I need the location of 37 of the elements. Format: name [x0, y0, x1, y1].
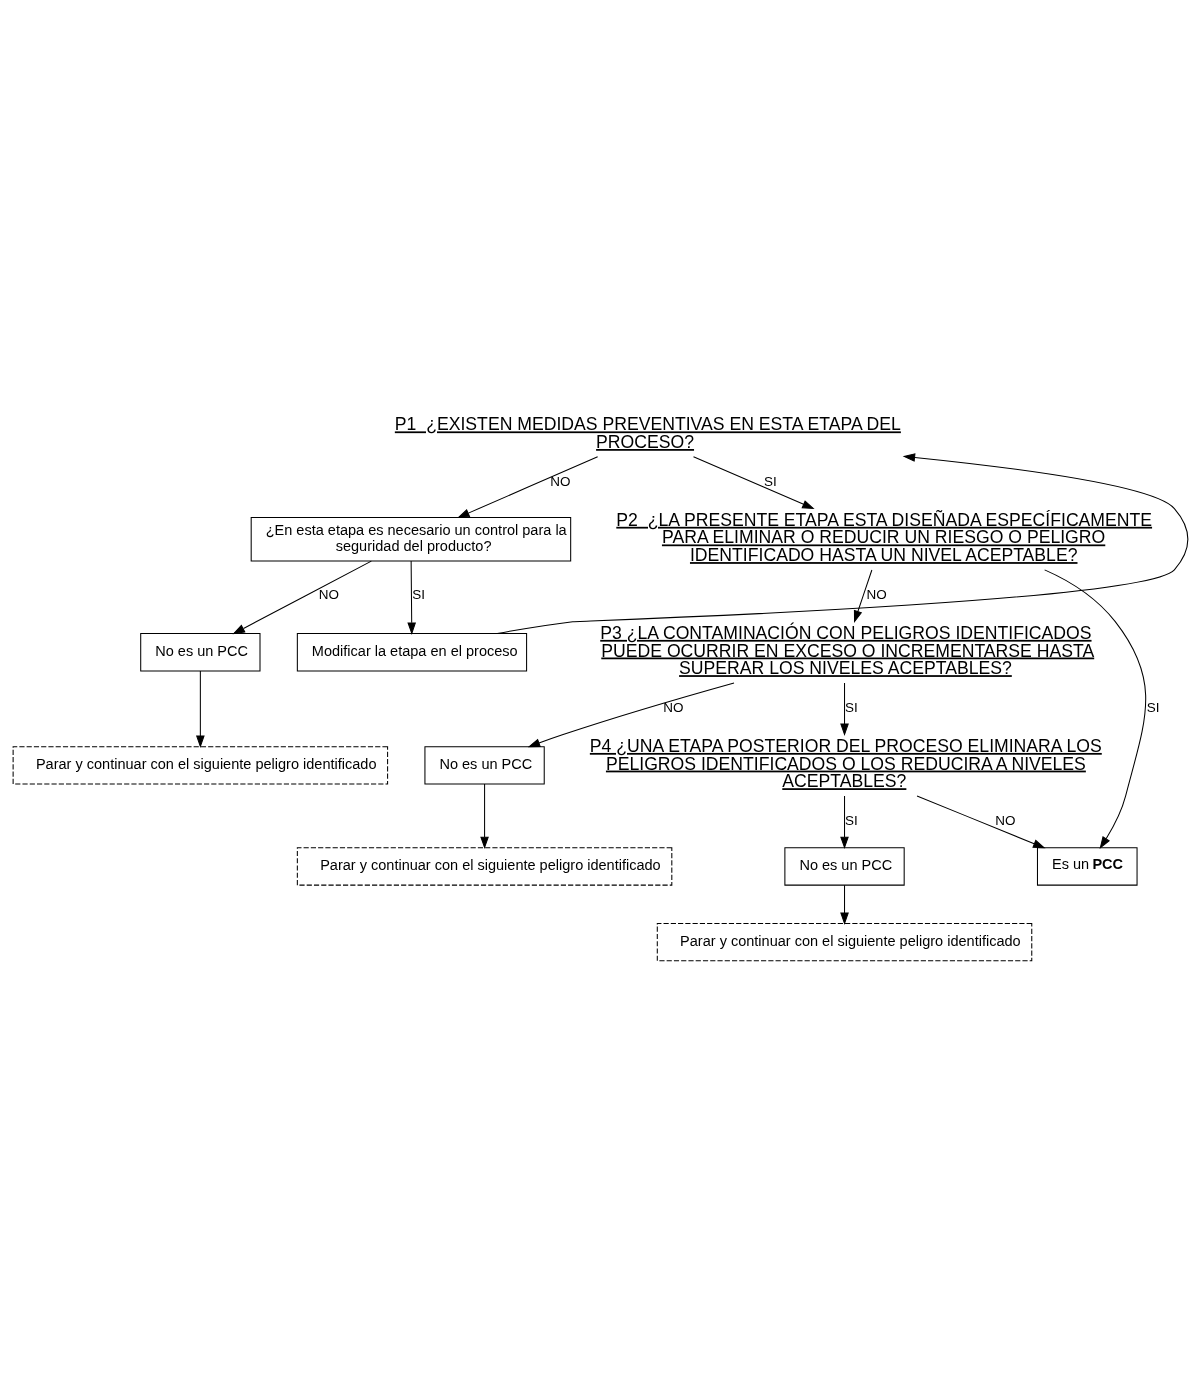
node-box: Parar y continuar con el siguiente peligro identificado: [296, 846, 673, 886]
node-box: No es un PCC: [424, 745, 545, 784]
arrow: [457, 455, 599, 518]
edge-label: SI: [763, 473, 777, 489]
edge-label: SI: [1146, 699, 1160, 715]
edge-label: NO: [995, 812, 1016, 828]
arrow: [840, 682, 849, 736]
arrow: [916, 794, 1046, 848]
edge-label: NO: [318, 586, 340, 602]
arrow: [527, 681, 735, 747]
node-box: Es un PCC: [1036, 846, 1138, 886]
edge-label: NO: [550, 473, 571, 489]
node-text: P3 ¿LA CONTAMINACIÓN CON PELIGROS IDENTIFICADOS PUEDE OCURRIR EN EXCESO O INCREMENTARSE HASTA SUPERAR LOS NIVELES ACEPTABLES?: [600, 622, 1095, 678]
node-box: No es un PCC: [140, 632, 261, 671]
edge-label: SI: [844, 812, 858, 828]
node-box: ¿En esta etapa es necesario un control para la seguridad del producto?: [250, 516, 572, 561]
edge-label: NO: [866, 586, 887, 602]
node-text: P2 ¿LA PRESENTE ETAPA ESTA DISEÑADA ESPECÍFICAMENTE PARA ELIMINAR O REDUCIR UN RIESGO O PELIGRO IDENTIFICADO HASTA UN NIVEL ACEPTABLE?: [616, 509, 1153, 565]
arrow: [232, 560, 372, 634]
arrow: [496, 452, 1189, 634]
node-box: Parar y continuar con el siguiente peligro identificado: [656, 922, 1033, 961]
arrow: [196, 670, 205, 748]
node-text: P1 ¿EXISTEN MEDIDAS PREVENTIVAS EN ESTA ETAPA DEL PROCESO?: [394, 413, 901, 452]
arrow: [1044, 568, 1147, 849]
node-box: Modificar la etapa en el proceso: [296, 632, 528, 671]
edge-label: SI: [412, 586, 426, 602]
edge-label: SI: [844, 699, 858, 715]
arrow: [840, 884, 849, 925]
arrow: [840, 795, 849, 849]
node-box: No es un PCC: [784, 846, 905, 886]
arrow: [480, 783, 489, 849]
arrow: [693, 455, 815, 509]
arrow: [407, 560, 417, 635]
node-box: Parar y continuar con el siguiente peligro identificado: [12, 745, 389, 784]
edge-label: NO: [663, 699, 684, 715]
arrow: [853, 568, 873, 623]
node-text: P4 ¿UNA ETAPA POSTERIOR DEL PROCESO ELIMINARA LOS PELIGROS IDENTIFICADOS O LOS REDUCIRA A NIVELES ACEPTABLES?: [589, 735, 1102, 791]
